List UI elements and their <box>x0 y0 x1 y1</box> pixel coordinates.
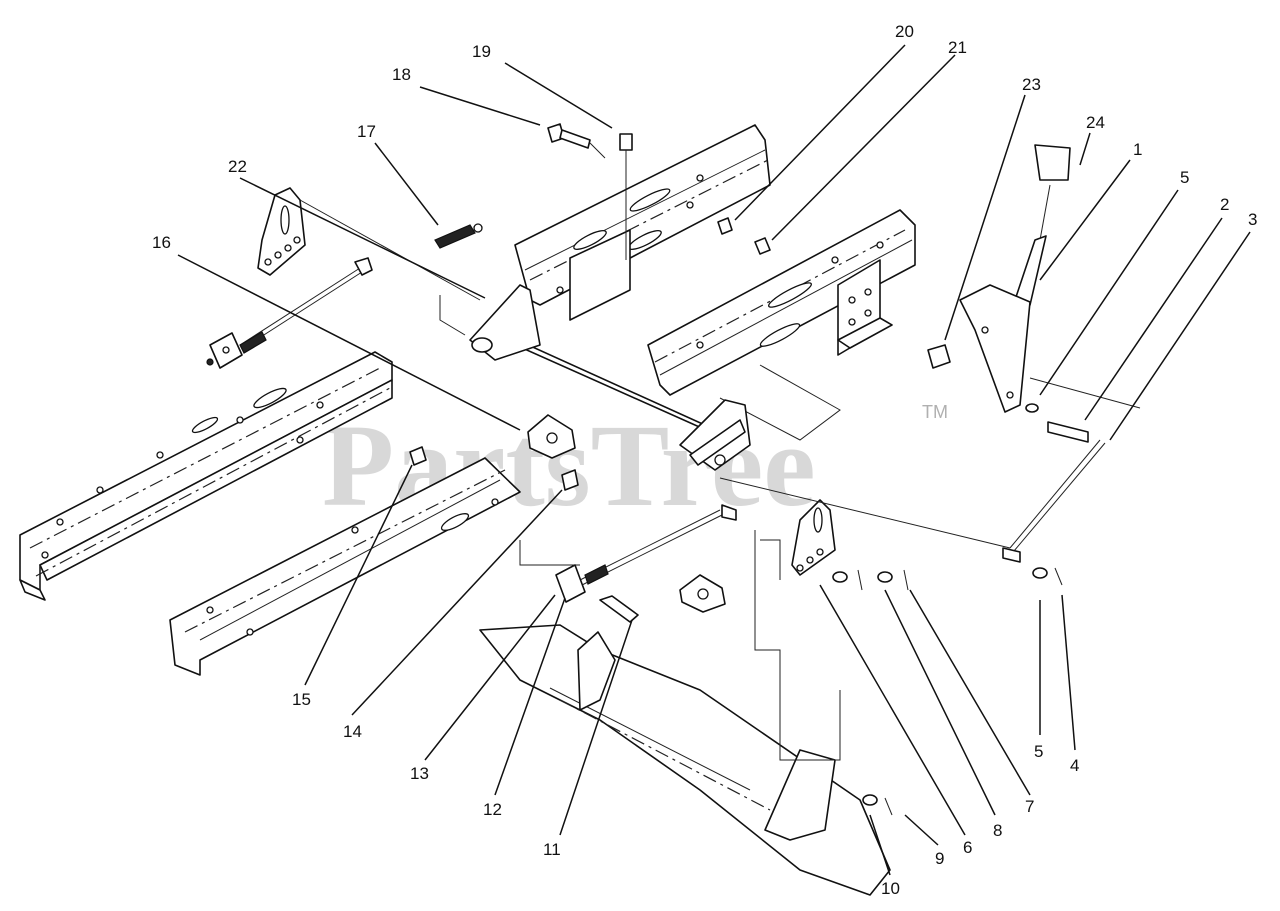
callout-8: 8 <box>993 821 1002 840</box>
hairpin-7a[interactable] <box>857 569 863 591</box>
callout-15: 15 <box>292 690 311 709</box>
callout-2: 2 <box>1220 195 1229 214</box>
callout-10: 10 <box>881 879 900 898</box>
callout-11: 11 <box>543 840 561 859</box>
spacer[interactable] <box>927 344 951 369</box>
bolt-11[interactable] <box>599 595 639 623</box>
hairpin-9[interactable] <box>884 797 893 816</box>
callout-23: 23 <box>1022 75 1041 94</box>
hairpin-4[interactable] <box>1054 567 1063 586</box>
hairpin-7b[interactable] <box>903 569 909 591</box>
assembly-line-6 <box>719 477 1011 549</box>
callout-17: 17 <box>357 122 376 141</box>
callout-19: 19 <box>472 42 491 61</box>
callout-24: 24 <box>1086 113 1105 132</box>
angle-bracket[interactable] <box>837 259 893 356</box>
washer-8[interactable] <box>877 571 893 583</box>
left-lower-rail[interactable] <box>169 457 521 676</box>
callout-9: 9 <box>935 849 944 868</box>
callout-18: 18 <box>392 65 411 84</box>
callout-21: 21 <box>948 38 967 57</box>
mower-deck[interactable] <box>479 624 893 896</box>
leader-lines <box>177 44 1251 876</box>
nut-14[interactable] <box>561 469 579 491</box>
callout-13: 13 <box>410 764 429 783</box>
assembly-line-7 <box>1029 377 1141 409</box>
washer-10[interactable] <box>862 794 878 806</box>
left-frame-rail[interactable] <box>19 351 393 601</box>
callout-20: 20 <box>895 22 914 41</box>
callout-7: 7 <box>1025 797 1034 816</box>
lift-shaft[interactable] <box>469 284 751 471</box>
washer-5b[interactable] <box>1032 567 1048 579</box>
lift-plate-lower[interactable] <box>791 499 836 576</box>
assembly-line-5 <box>760 539 781 580</box>
nut-20[interactable] <box>717 217 733 235</box>
callout-6: 6 <box>963 838 972 857</box>
callout-5-top: 5 <box>1180 168 1189 187</box>
washer-5[interactable] <box>1025 403 1039 413</box>
bolt-18[interactable] <box>547 123 606 159</box>
center-plate-outline <box>719 364 841 441</box>
rod-3[interactable] <box>1002 439 1106 563</box>
lift-lever[interactable] <box>959 144 1071 413</box>
bolt-19[interactable] <box>619 133 633 260</box>
assembly-line-2 <box>439 295 466 336</box>
callouts: 19 20 21 18 23 17 24 1 22 5 2 3 16 15 14… <box>152 22 1257 898</box>
clamp-lower[interactable] <box>679 574 726 613</box>
nut-15[interactable] <box>409 446 427 466</box>
lift-rod-lower[interactable] <box>555 504 737 603</box>
callout-5-bottom: 5 <box>1034 742 1043 761</box>
right-center-rail[interactable] <box>647 209 916 396</box>
lift-plate-upper[interactable] <box>257 187 306 276</box>
top-center-rail[interactable] <box>514 124 771 321</box>
watermark-trademark: TM <box>922 402 948 422</box>
nut-21[interactable] <box>754 237 771 255</box>
assembly-line-1 <box>299 199 481 301</box>
callout-1: 1 <box>1133 140 1142 159</box>
callout-22: 22 <box>228 157 247 176</box>
assembly-line-3 <box>519 540 580 566</box>
callout-16: 16 <box>152 233 171 252</box>
callout-14: 14 <box>343 722 362 741</box>
washer-6[interactable] <box>832 571 848 583</box>
callout-4: 4 <box>1070 756 1079 775</box>
bolt-2[interactable] <box>1047 421 1089 443</box>
callout-12: 12 <box>483 800 502 819</box>
lift-rod-upper[interactable] <box>206 257 373 369</box>
clamp-upper[interactable] <box>527 414 576 459</box>
callout-3: 3 <box>1248 210 1257 229</box>
spring[interactable] <box>434 223 483 249</box>
assembly-line-4 <box>754 530 841 761</box>
